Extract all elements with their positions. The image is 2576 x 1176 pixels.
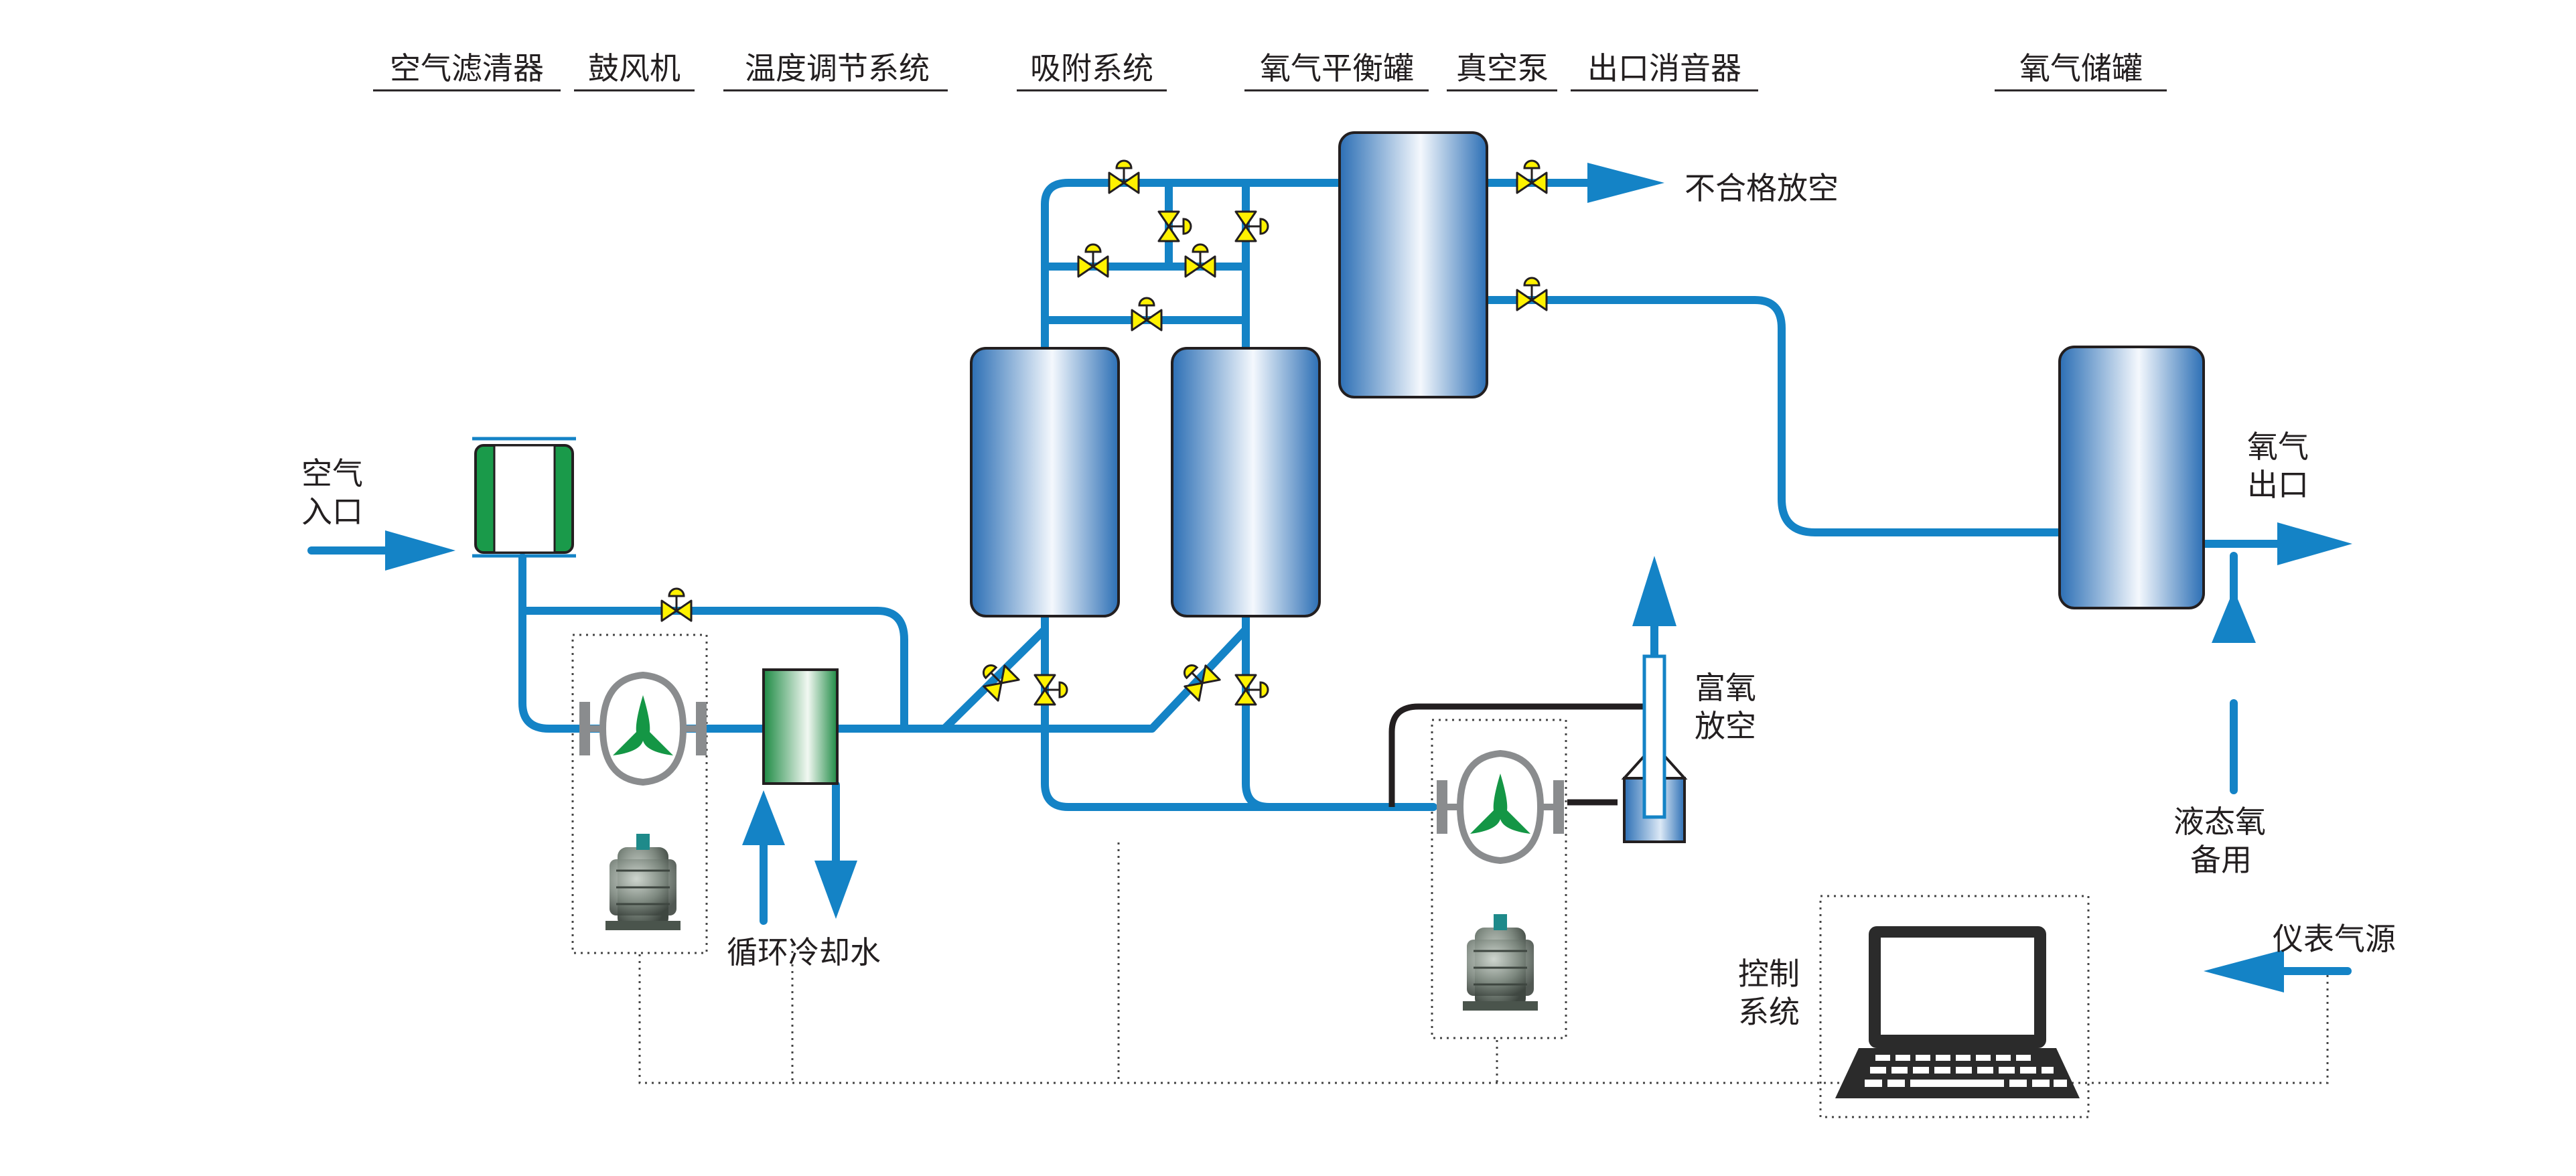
label-air-inlet-line2: 入口 <box>301 494 363 530</box>
valve-icon <box>1184 243 1216 278</box>
valve-icon <box>1157 210 1192 242</box>
label-o2-rich-vent-line1: 富氧 <box>1695 670 1756 706</box>
flow-arrow-icon <box>385 530 455 571</box>
control-wiring <box>571 634 2329 1118</box>
label-liquid-oxygen-line2: 备用 <box>2190 842 2252 878</box>
header-label-vacuum-pump: 真空泵 <box>1456 50 1549 86</box>
flow-arrow-icon <box>1587 163 1664 203</box>
flow-arrow-icon <box>2277 522 2352 565</box>
valve-icon <box>1077 243 1109 278</box>
valve-icon <box>1234 210 1269 242</box>
blower-unit-box <box>571 634 708 954</box>
label-oxygen-outlet-line2: 出口 <box>2247 467 2309 503</box>
blower-icon <box>579 671 707 786</box>
heat-exchanger-icon <box>762 668 839 785</box>
label-control-system-line2: 系统 <box>1738 994 1800 1030</box>
label-o2-rich-vent-line2: 放空 <box>1695 708 1756 744</box>
vacuum-pump-icon <box>1437 749 1564 865</box>
valve-icon <box>1516 277 1548 311</box>
label-oxygen-outlet-line1: 氧气 <box>2247 429 2309 465</box>
flow-arrows <box>385 163 2352 993</box>
adsorption-tank-a <box>970 347 1120 617</box>
valve-icon <box>1033 674 1068 706</box>
vacuum-cable <box>1388 703 1654 807</box>
valve-icon <box>1234 674 1269 706</box>
flow-arrow-icon <box>2212 589 2256 643</box>
valve-icon <box>660 587 693 622</box>
header-label-temp-control: 温度调节系统 <box>745 50 930 86</box>
label-control-system-line1: 控制 <box>1738 956 1800 992</box>
control-system-box <box>1819 895 2090 1118</box>
label-cooling-water: 循环冷却水 <box>727 934 881 970</box>
flow-arrow-icon <box>1632 556 1676 626</box>
vacuum-unit-box <box>1431 719 1567 1039</box>
label-instrument-air: 仪表气源 <box>2273 921 2396 957</box>
process-labels: 空气 入口 不合格放空 氧气 出口 富氧 放空 循环冷却水 液态氧 备用 仪表气… <box>301 170 2396 1030</box>
valve-icon <box>1516 159 1548 194</box>
motor-icon <box>1461 913 1539 1012</box>
flow-arrow-icon <box>814 861 857 919</box>
laptop-icon <box>1835 926 2080 1098</box>
header-label-air-filter: 空气滤清器 <box>390 50 544 86</box>
air-filter-icon <box>472 437 576 558</box>
header-label-blower: 鼓风机 <box>588 50 681 86</box>
header-labels: 空气滤清器 鼓风机 温度调节系统 吸附系统 氧气平衡罐 真空泵 出口消音器 氧气… <box>373 50 2167 92</box>
piping <box>307 179 2352 975</box>
label-liquid-oxygen-line1: 液态氧 <box>2173 804 2266 840</box>
silencer-icon <box>1621 654 1688 843</box>
header-label-adsorption: 吸附系统 <box>1030 50 1153 86</box>
adsorption-tank-b <box>1171 347 1321 617</box>
valve-icon <box>1131 297 1163 332</box>
label-unqualified-vent: 不合格放空 <box>1685 170 1839 206</box>
flow-arrow-icon <box>2204 950 2284 993</box>
label-air-inlet-line1: 空气 <box>301 455 363 492</box>
motor-icon <box>604 832 682 932</box>
header-label-o2-balance-tank: 氧气平衡罐 <box>1260 50 1414 86</box>
header-label-o2-storage-tank: 氧气储罐 <box>2019 50 2143 86</box>
o2-storage-tank <box>2058 346 2205 609</box>
header-label-outlet-silencer: 出口消音器 <box>1587 50 1741 86</box>
o2-balance-tank <box>1338 131 1488 398</box>
valve-icon <box>1108 159 1140 194</box>
flow-arrow-icon <box>742 790 785 845</box>
